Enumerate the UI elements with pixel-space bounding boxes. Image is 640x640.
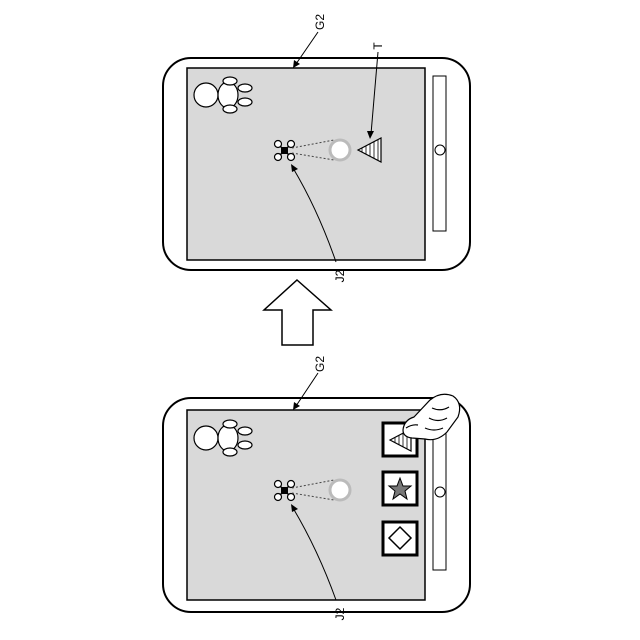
bottom-panel: G2 J2	[163, 356, 470, 621]
arrow-up-icon	[264, 280, 331, 345]
bottom-device-label: G2	[313, 356, 327, 372]
top-target-label: T	[371, 42, 385, 50]
top-device-label: G2	[313, 14, 327, 30]
top-home-button-icon[interactable]	[435, 145, 445, 155]
menu-button-star[interactable]	[383, 472, 417, 505]
top-panel: T G2 J2	[163, 14, 470, 283]
bottom-target-circle-icon	[330, 480, 350, 500]
top-target-circle-icon	[330, 140, 350, 160]
menu-button-diamond[interactable]	[383, 522, 417, 555]
top-drone-label: J2	[333, 269, 347, 282]
bottom-drone-label: J2	[333, 607, 347, 620]
bottom-home-button-icon[interactable]	[435, 487, 445, 497]
